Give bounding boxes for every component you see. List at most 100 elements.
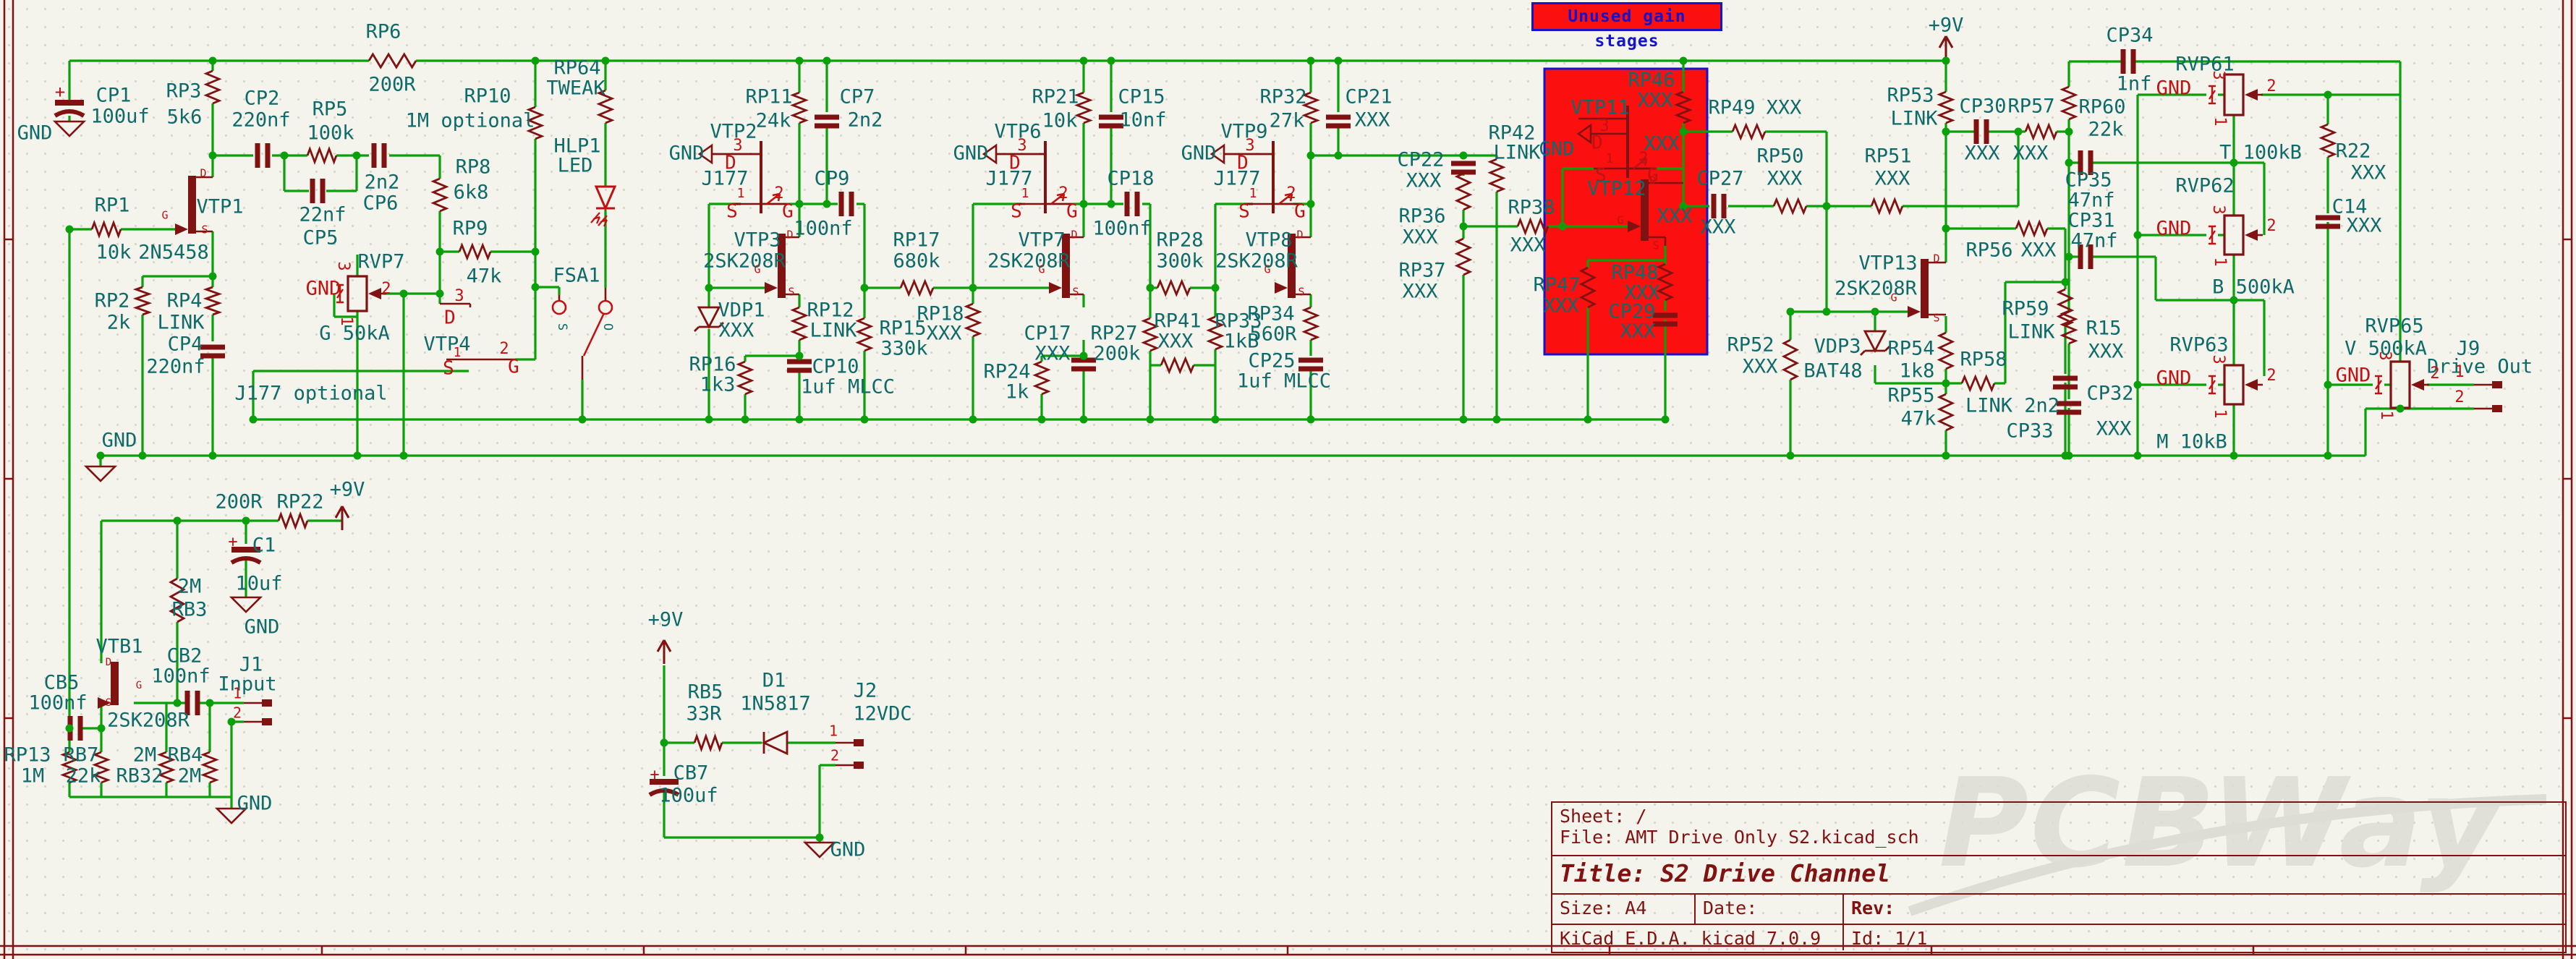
component-label[interactable]: RP17 (893, 229, 940, 252)
component-label[interactable]: 1 (2211, 257, 2229, 266)
resistor[interactable] (1454, 237, 1473, 276)
resistor[interactable] (1487, 158, 1506, 193)
component-label[interactable]: + (55, 82, 65, 102)
component-label[interactable]: VTP1 (196, 196, 243, 218)
component-label[interactable]: G (508, 357, 519, 378)
component-label[interactable]: VTP2 (710, 121, 757, 143)
component-label[interactable]: 10k (96, 242, 132, 264)
resistor[interactable] (200, 751, 219, 784)
component-label[interactable]: 27k (1270, 110, 1305, 132)
resistor[interactable] (430, 177, 449, 213)
resistor[interactable] (790, 91, 809, 124)
component-label[interactable]: D (106, 657, 111, 668)
component-label[interactable]: VDP1 (718, 299, 765, 322)
component-label[interactable]: GND (17, 122, 53, 145)
component-label[interactable]: RP21 (1032, 86, 1079, 108)
component-label[interactable]: G (1264, 263, 1270, 276)
resistor[interactable] (157, 751, 176, 784)
component-label[interactable]: XXX (1403, 281, 1438, 303)
component-label[interactable]: S (1933, 312, 1939, 325)
component-label[interactable]: LINK (2007, 321, 2055, 344)
jfet-body[interactable] (111, 662, 119, 705)
component-label[interactable]: D (200, 167, 206, 180)
component-label[interactable]: D (1591, 132, 1603, 154)
component-label[interactable]: D (1933, 252, 1939, 265)
component-label[interactable]: RP1 (95, 195, 130, 217)
component-label[interactable]: 22k (66, 765, 101, 788)
label-layer[interactable]: CP1100ufGND+RP35k6CP2220nfRP6200RRP5100k… (4, 14, 2533, 861)
component-label[interactable]: 1uf MLCC (1237, 370, 1331, 393)
component-label[interactable]: 2SK208R (987, 250, 1071, 273)
connector-pad[interactable] (854, 739, 864, 746)
component-label[interactable]: RP10 (464, 85, 511, 108)
jfet-body[interactable] (1062, 234, 1070, 298)
component-label[interactable]: +9V (330, 479, 365, 501)
component-label[interactable]: R15 (2086, 317, 2122, 340)
component-label[interactable]: CB5 (44, 672, 80, 694)
component-label[interactable]: LINK 2n2 (1965, 395, 2059, 417)
resistor[interactable] (1937, 393, 1955, 432)
component-label[interactable]: S (788, 286, 794, 299)
component-label[interactable]: 1k (1006, 381, 1029, 404)
component-label[interactable]: CP27 (1696, 168, 1743, 190)
component-label[interactable]: Drive Out (2427, 356, 2533, 378)
component-label[interactable]: G 50kA (319, 323, 390, 345)
component-label[interactable]: RVP63 (2169, 334, 2228, 357)
component-label[interactable]: M 10kB (2156, 431, 2227, 453)
component-label[interactable]: 1 (2454, 363, 2464, 381)
component-label[interactable]: 2 (2454, 388, 2464, 406)
component-label[interactable]: S (1298, 286, 1304, 299)
component-label[interactable]: C14 (2332, 196, 2368, 218)
component-label[interactable]: 47k (1901, 408, 1937, 430)
component-label[interactable]: 3 (2209, 354, 2227, 364)
component-label[interactable]: J177 (985, 168, 1032, 190)
component-label[interactable]: 1 (1021, 186, 1029, 201)
component-label[interactable]: XXX (1767, 168, 1803, 190)
component-label[interactable]: RP3 (166, 80, 202, 103)
component-label[interactable]: GND (830, 839, 866, 861)
component-label[interactable]: VTP6 (994, 121, 1041, 143)
resistor[interactable] (1156, 278, 1191, 297)
component-label[interactable]: LINK (157, 312, 205, 334)
component-label[interactable]: XXX (1701, 216, 1736, 239)
component-label[interactable]: 1 (829, 723, 838, 740)
component-label[interactable]: VTP8 (1245, 229, 1292, 252)
jfet-body[interactable] (188, 176, 196, 234)
polarized-capacitor[interactable] (648, 788, 680, 797)
component-label[interactable]: RP41 (1154, 310, 1201, 333)
component-label[interactable]: FSA1 (553, 265, 600, 287)
component-label[interactable]: 1M optional (406, 110, 535, 132)
resistor[interactable] (1937, 331, 1955, 370)
component-label[interactable]: 1 (1606, 151, 1614, 166)
resistor[interactable] (1960, 374, 1996, 393)
resistor[interactable] (855, 317, 874, 352)
component-label[interactable]: VDP3 (1814, 336, 1861, 358)
component-label[interactable]: XXX (2096, 418, 2132, 440)
component-label[interactable]: 3 (334, 261, 352, 270)
resistor[interactable] (1578, 266, 1597, 309)
switch-contact[interactable] (598, 299, 613, 315)
component-label[interactable]: S (1072, 286, 1079, 299)
component-label[interactable]: D (725, 153, 736, 174)
component-label[interactable]: 330k (880, 338, 927, 360)
polarized-capacitor[interactable] (230, 556, 262, 565)
component-label[interactable]: RP8 (456, 156, 491, 179)
potentiometer[interactable] (2223, 364, 2245, 406)
diode[interactable] (761, 730, 788, 756)
component-label[interactable]: 2 (233, 704, 242, 722)
component-label[interactable]: 1 (1249, 186, 1257, 201)
symbol-layer[interactable] (52, 35, 2502, 858)
jfet-body[interactable] (1641, 179, 1649, 241)
component-label[interactable]: RP16 (689, 354, 736, 376)
switch-contact[interactable] (551, 299, 567, 315)
component-label[interactable]: 2M (178, 576, 202, 598)
resistor[interactable] (596, 89, 615, 124)
component-label[interactable]: 100nf (1092, 218, 1151, 240)
component-label[interactable]: J2 (854, 680, 877, 702)
component-label[interactable]: G (161, 209, 168, 222)
component-label[interactable]: CP4 (168, 333, 203, 356)
component-label[interactable]: 2SK208R (1835, 278, 1918, 300)
component-label[interactable]: 200R (368, 74, 416, 96)
component-label[interactable]: 2 (2266, 217, 2276, 235)
component-label[interactable]: CP10 (812, 356, 859, 378)
